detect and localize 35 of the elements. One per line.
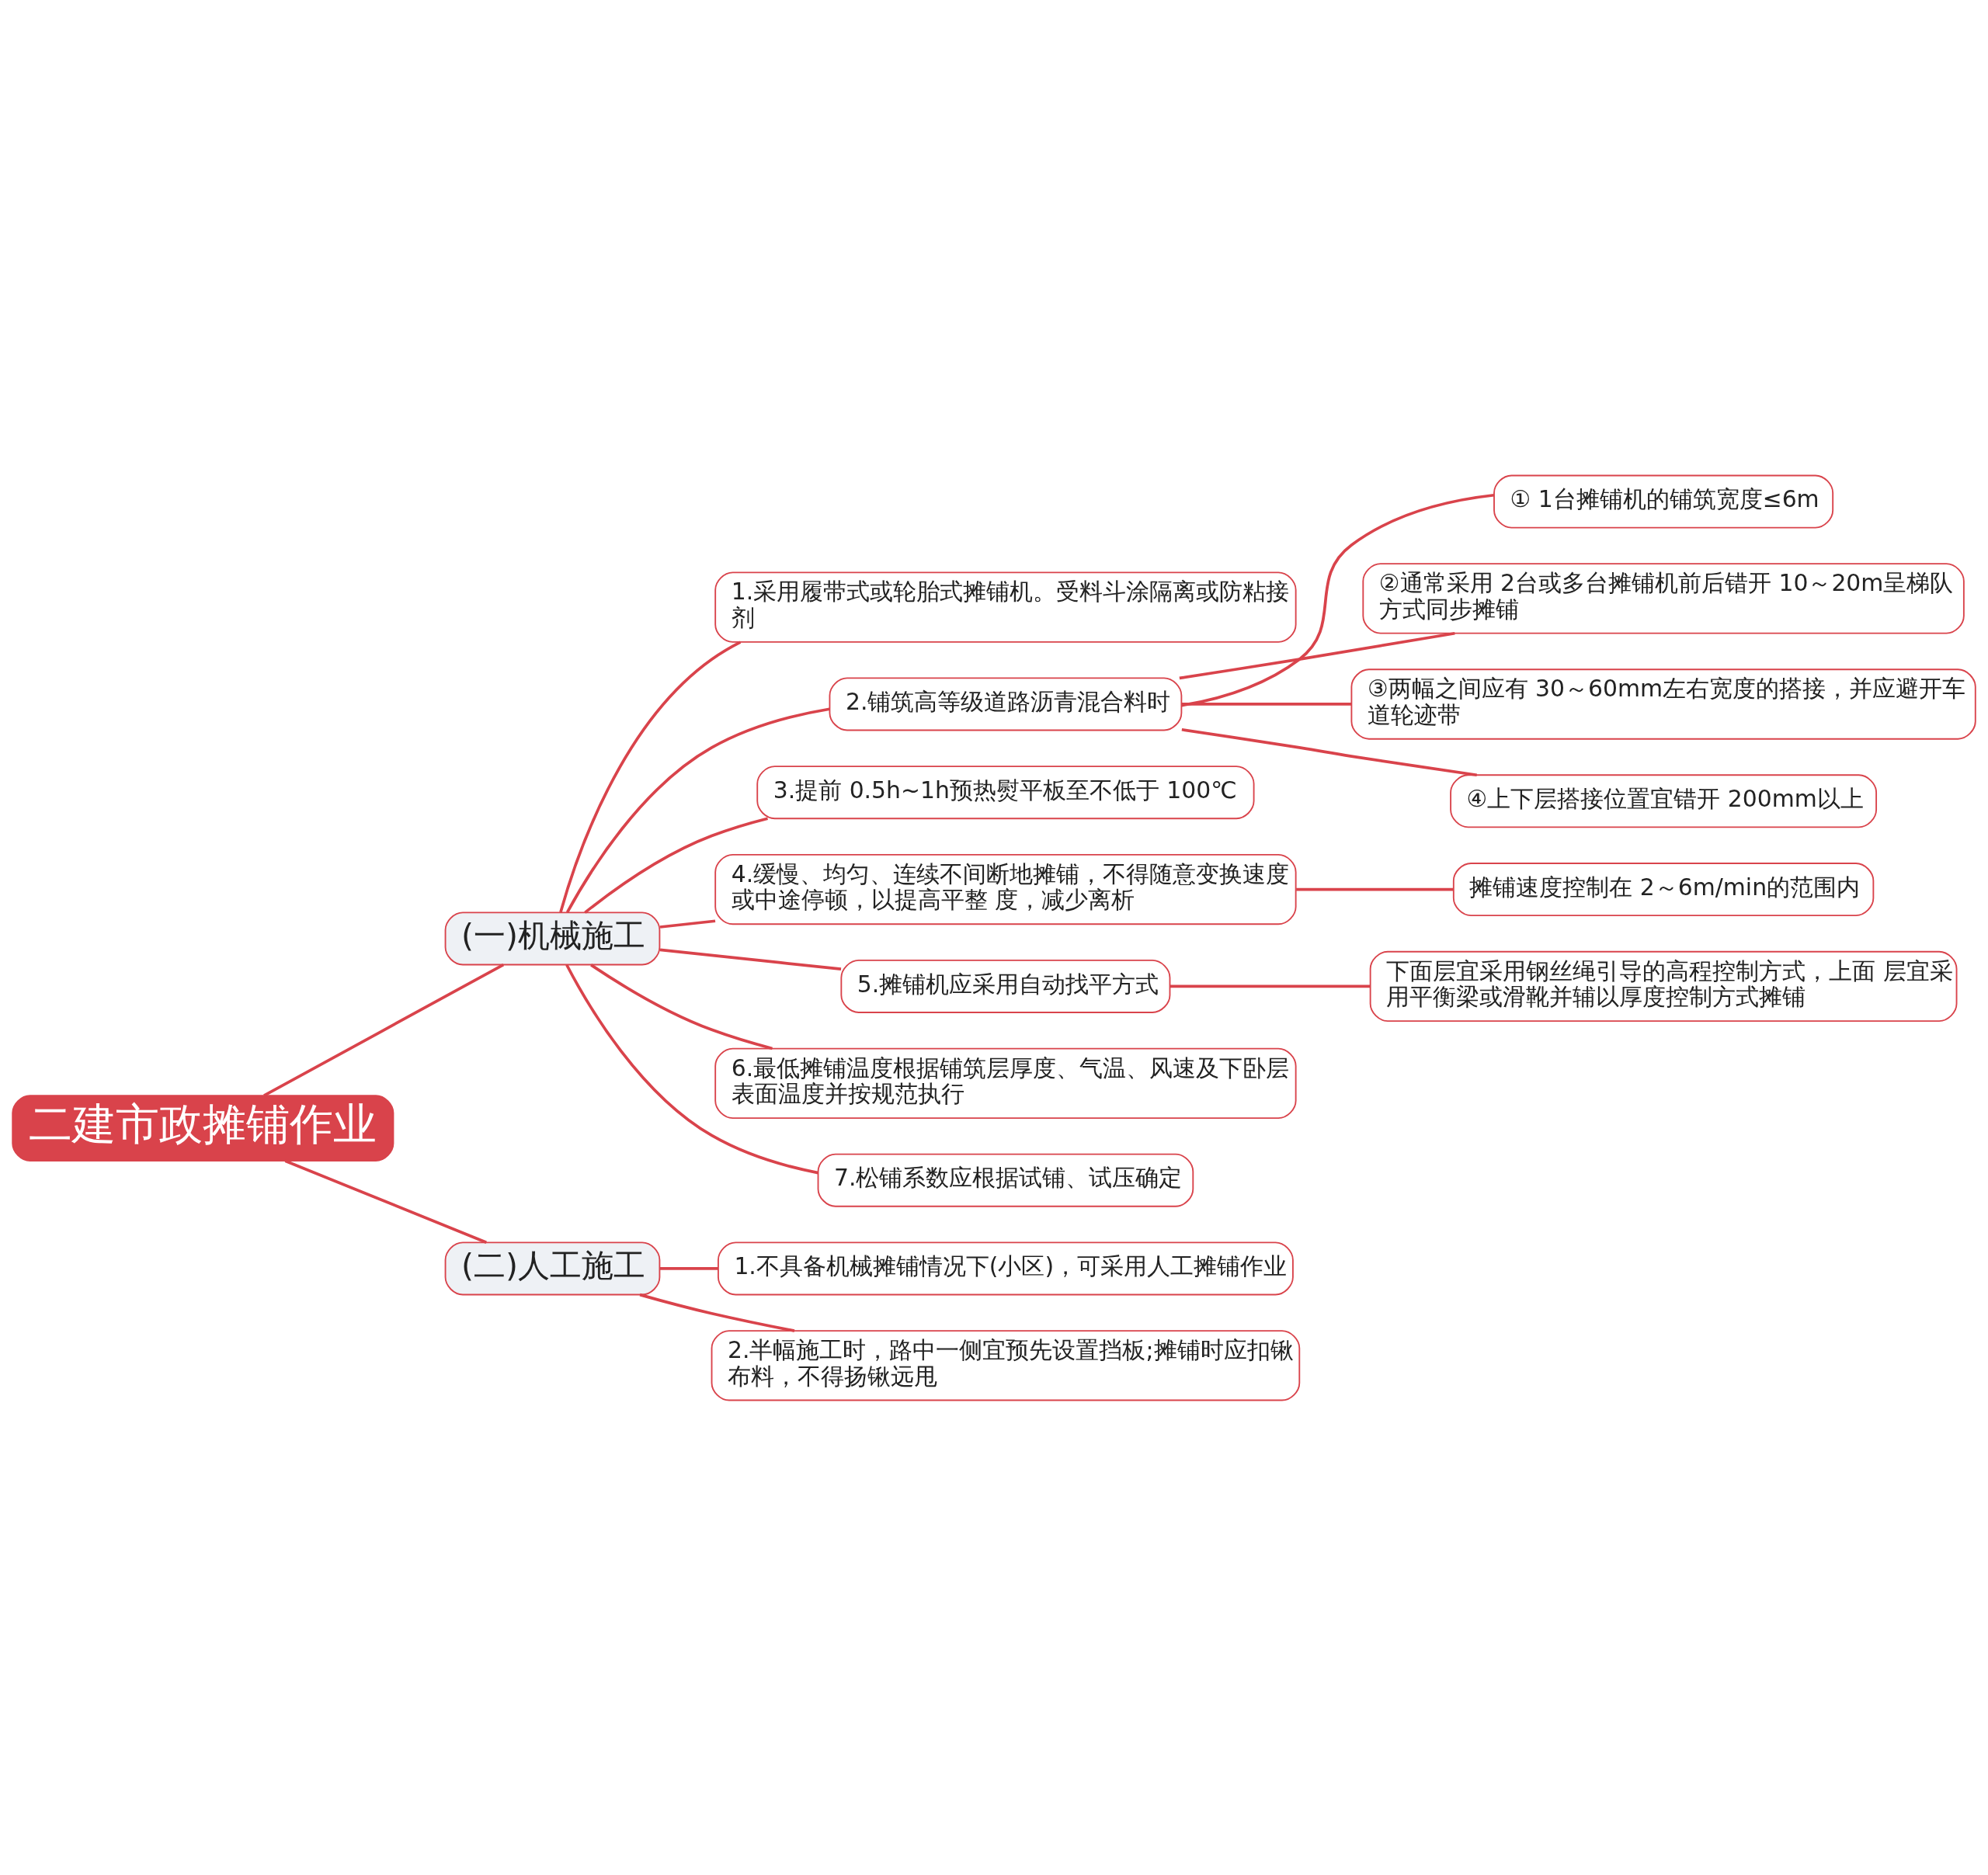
- node-box: 7.松铺系数应根据试铺、试压确定: [817, 1153, 1194, 1207]
- node-box: ③两幅之间应有 30～60mm左右宽度的搭接，并应避开车道轮迹带: [1350, 668, 1976, 740]
- connector: [1181, 493, 1495, 707]
- connector: [660, 1266, 718, 1270]
- node-box: (一)机械施工: [444, 911, 661, 965]
- connector: [659, 918, 716, 929]
- connector: [565, 707, 830, 913]
- connector: [639, 1293, 795, 1332]
- node-box: 1.不具备机械摊铺情况下(小区)，可采用人工摊铺作业: [718, 1241, 1294, 1295]
- node-box: 5.摊铺机应采用自动找平方式: [840, 959, 1171, 1013]
- connector: [284, 1159, 487, 1244]
- node-box: 3.提前 0.5h~1h预热熨平板至不低于 100℃: [756, 765, 1255, 819]
- node-box: 2.铺筑高等级道路沥青混合料时: [829, 677, 1183, 731]
- node-box: 2.半幅施工时，路中一侧宜预先设置挡板;摊铺时应扣锹布料，不得扬锹远甩: [711, 1329, 1301, 1401]
- connector: [565, 964, 818, 1174]
- node-box: ④上下层搭接位置宜错开 200mm以上: [1450, 773, 1878, 828]
- connector: [590, 963, 773, 1050]
- connector: [584, 816, 768, 914]
- connector: [1181, 702, 1352, 706]
- node-box: ②通常采用 2台或多台摊铺机前后错开 10～20m呈梯队方式同步摊铺: [1362, 562, 1965, 634]
- connector: [1181, 727, 1477, 776]
- node-box: 下面层宜采用钢丝绳引导的高程控制方式，上面 层宜采用平衡梁或滑靴并辅以厚度控制方式摊铺: [1369, 950, 1958, 1022]
- node-box: (二)人工施工: [444, 1241, 661, 1295]
- node-box: 1.采用履带式或轮胎式摊铺机。受料斗涂隔离或防粘接剂: [714, 571, 1297, 643]
- node-box: 二建市政摊铺作业: [12, 1094, 394, 1161]
- connector: [1170, 984, 1371, 988]
- connector: [559, 640, 742, 913]
- node-box: 4.缓慢、均匀、连续不间断地摊铺，不得随意变换速度或中途停顿，以提高平整 度，减少离析: [714, 853, 1297, 925]
- node-box: ① 1台摊铺机的铺筑宽度≤6m: [1493, 474, 1834, 528]
- node-box: 摊铺速度控制在 2～6m/min的范围内: [1452, 862, 1875, 916]
- connector: [659, 948, 842, 970]
- connector: [1179, 631, 1455, 679]
- connector: [263, 963, 505, 1097]
- connector: [1296, 887, 1454, 891]
- node-box: 6.最低摊铺温度根据铺筑层厚度、气温、风速及下卧层表面温度并按规范执行: [714, 1047, 1297, 1119]
